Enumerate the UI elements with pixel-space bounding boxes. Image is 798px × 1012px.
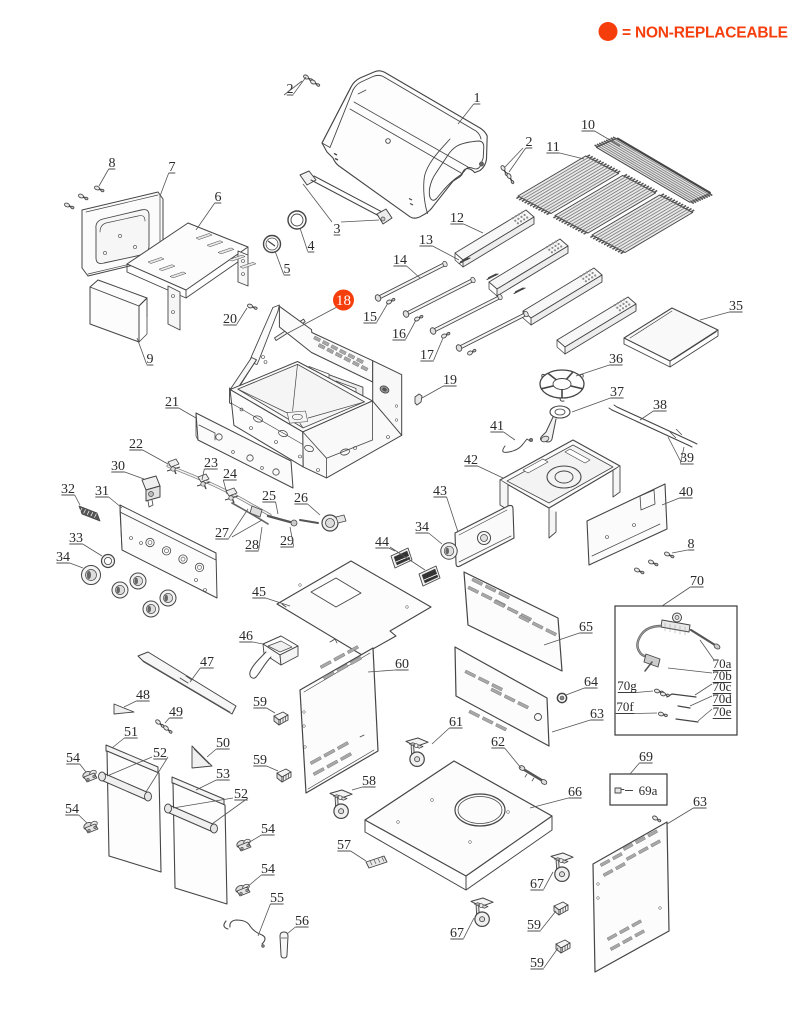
svg-text:13: 13 xyxy=(419,233,433,248)
svg-text:8: 8 xyxy=(688,537,695,552)
svg-text:66: 66 xyxy=(568,785,582,800)
svg-text:60: 60 xyxy=(395,657,409,672)
svg-text:59: 59 xyxy=(253,753,267,768)
svg-text:= NON-REPLACEABLE: = NON-REPLACEABLE xyxy=(622,25,788,42)
svg-text:70e: 70e xyxy=(713,704,732,719)
svg-text:14: 14 xyxy=(393,253,407,268)
svg-text:48: 48 xyxy=(136,688,150,703)
svg-text:54: 54 xyxy=(261,862,275,877)
svg-text:45: 45 xyxy=(252,585,266,600)
svg-text:15: 15 xyxy=(363,310,377,325)
svg-text:54: 54 xyxy=(261,822,275,837)
svg-text:57: 57 xyxy=(337,838,351,853)
svg-text:70b: 70b xyxy=(712,668,732,683)
svg-text:59: 59 xyxy=(530,956,544,971)
svg-text:16: 16 xyxy=(392,327,406,342)
svg-text:32: 32 xyxy=(61,482,75,497)
svg-text:2: 2 xyxy=(526,135,533,150)
svg-text:26: 26 xyxy=(294,491,308,506)
svg-text:39: 39 xyxy=(680,451,694,466)
svg-text:59: 59 xyxy=(527,918,541,933)
svg-text:10: 10 xyxy=(581,118,595,133)
svg-text:46: 46 xyxy=(239,629,253,644)
svg-text:34: 34 xyxy=(56,550,70,565)
svg-text:52: 52 xyxy=(153,746,167,761)
svg-text:25: 25 xyxy=(262,489,276,504)
svg-text:35: 35 xyxy=(729,299,743,314)
svg-text:67: 67 xyxy=(530,877,544,892)
svg-text:37: 37 xyxy=(610,385,624,400)
svg-text:41: 41 xyxy=(490,419,504,434)
svg-text:29: 29 xyxy=(280,534,294,549)
svg-text:23: 23 xyxy=(204,456,218,471)
svg-text:44: 44 xyxy=(375,535,389,550)
svg-text:33: 33 xyxy=(69,531,83,546)
svg-text:8: 8 xyxy=(109,156,116,171)
svg-text:63: 63 xyxy=(590,707,604,722)
svg-text:27: 27 xyxy=(215,526,229,541)
svg-text:31: 31 xyxy=(95,484,109,499)
svg-text:38: 38 xyxy=(653,398,667,413)
svg-text:69a: 69a xyxy=(639,783,658,798)
svg-text:1: 1 xyxy=(474,91,481,106)
svg-text:49: 49 xyxy=(169,705,183,720)
svg-text:47: 47 xyxy=(200,655,214,670)
svg-text:6: 6 xyxy=(215,190,222,205)
svg-text:17: 17 xyxy=(420,348,434,363)
svg-text:50: 50 xyxy=(216,736,230,751)
svg-text:51: 51 xyxy=(124,725,138,740)
svg-text:58: 58 xyxy=(362,774,376,789)
svg-text:70: 70 xyxy=(690,574,704,589)
svg-text:54: 54 xyxy=(66,751,80,766)
svg-text:61: 61 xyxy=(449,715,463,730)
svg-text:3: 3 xyxy=(334,222,341,237)
svg-text:70d: 70d xyxy=(712,691,732,706)
svg-text:5: 5 xyxy=(284,262,291,277)
svg-text:40: 40 xyxy=(679,485,693,500)
svg-text:24: 24 xyxy=(223,467,237,482)
svg-text:67: 67 xyxy=(450,926,464,941)
svg-text:42: 42 xyxy=(464,453,478,468)
svg-text:69: 69 xyxy=(639,750,653,765)
svg-text:12: 12 xyxy=(450,211,464,226)
svg-text:70c: 70c xyxy=(713,679,732,694)
svg-text:52: 52 xyxy=(234,787,248,802)
svg-text:55: 55 xyxy=(270,891,284,906)
svg-text:22: 22 xyxy=(129,437,143,452)
svg-text:11: 11 xyxy=(546,140,559,155)
svg-text:4: 4 xyxy=(308,239,315,254)
svg-text:54: 54 xyxy=(65,802,79,817)
svg-text:70f: 70f xyxy=(616,699,634,714)
svg-text:21: 21 xyxy=(165,395,179,410)
svg-text:63: 63 xyxy=(693,795,707,810)
svg-text:7: 7 xyxy=(169,160,176,175)
svg-text:65: 65 xyxy=(579,620,593,635)
svg-text:9: 9 xyxy=(147,352,154,367)
svg-text:59: 59 xyxy=(253,695,267,710)
svg-text:56: 56 xyxy=(295,914,309,929)
svg-text:18: 18 xyxy=(336,293,351,309)
svg-text:70g: 70g xyxy=(617,678,637,693)
svg-text:43: 43 xyxy=(433,484,447,499)
svg-text:30: 30 xyxy=(111,459,125,474)
svg-text:28: 28 xyxy=(245,538,259,553)
svg-text:2: 2 xyxy=(287,82,294,97)
svg-text:64: 64 xyxy=(584,675,598,690)
svg-text:62: 62 xyxy=(491,735,505,750)
svg-text:53: 53 xyxy=(216,767,230,782)
svg-text:19: 19 xyxy=(443,373,457,388)
svg-text:36: 36 xyxy=(609,352,623,367)
svg-text:34: 34 xyxy=(415,520,429,535)
svg-text:20: 20 xyxy=(223,312,237,327)
svg-text:70a: 70a xyxy=(713,656,732,671)
